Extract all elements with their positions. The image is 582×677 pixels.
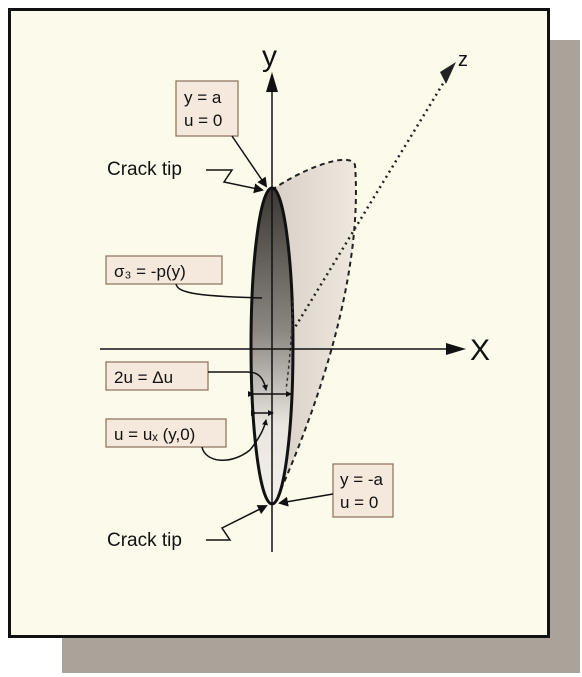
stress-box [105,255,223,285]
z-axis-label: z [458,49,468,71]
top-box-line2: u = 0 [184,111,222,130]
crack-tip-top-label: Crack tip [107,159,182,180]
z-axis [278,71,452,353]
y-axis-label: y [262,40,277,73]
displacement-label: u = uₓ (y,0) [114,425,195,444]
stress-leader [175,283,263,299]
crack-tip-bottom-leader [206,505,268,541]
top-boundary-box [175,80,239,137]
y-axis-arrowhead [266,72,278,92]
bottom-box-line1: y = -a [340,470,384,489]
top-box-line1: y = a [184,88,222,107]
x-axis-arrowhead [446,343,466,355]
bottom-box-pointer [278,493,334,507]
opening-label: 2u = Δu [114,368,173,387]
crack-tip-top-leader [206,169,264,194]
displacement-leader [201,419,268,462]
bottom-boundary-box [332,463,394,518]
displacement-lobe [272,159,356,503]
lobe-dashed-edge [271,158,357,504]
x-axis-label: X [470,334,490,367]
opening-box [105,361,209,391]
crack-tip-bottom-label: Crack tip [107,530,182,551]
stress-label: σ₃ = -p(y) [114,262,186,281]
opening-leader [208,371,268,391]
z-axis-arrowhead [440,62,456,84]
displacement-box [105,418,227,448]
bottom-box-line2: u = 0 [340,493,378,512]
top-box-pointer [231,135,268,188]
